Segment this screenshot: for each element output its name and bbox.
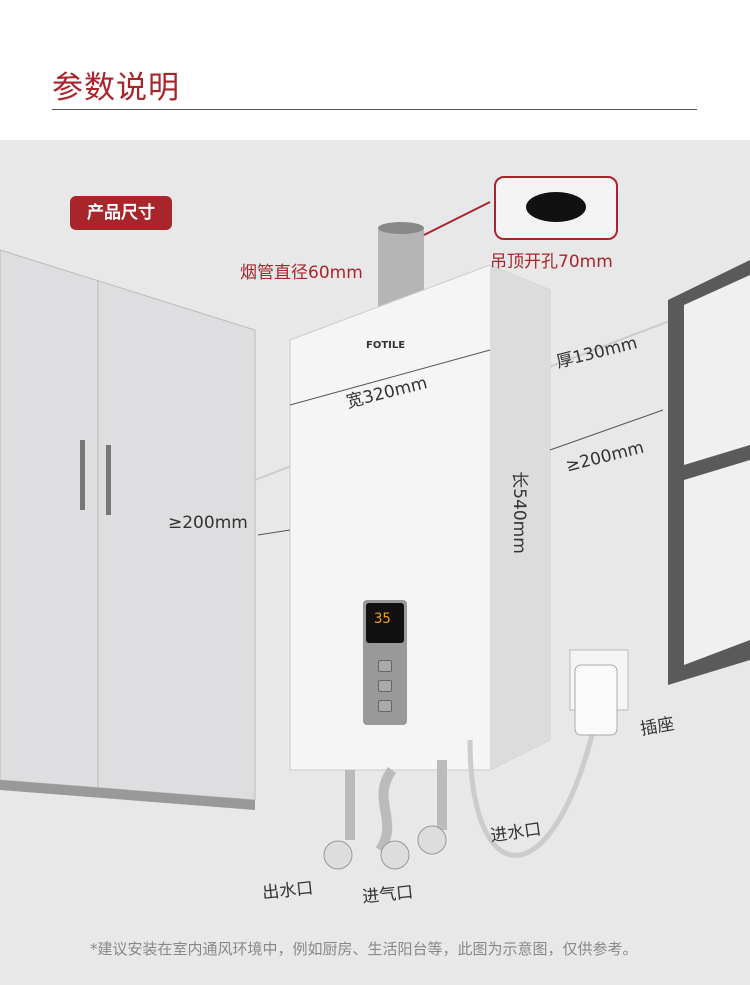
left-clearance-line xyxy=(257,529,291,536)
ceiling-hole-callout xyxy=(494,176,618,240)
product-size-badge: 产品尺寸 xyxy=(70,196,172,230)
power-button[interactable] xyxy=(378,700,392,712)
valve xyxy=(380,840,410,870)
cabinet-handle xyxy=(80,440,85,510)
window-pane xyxy=(684,460,750,665)
title-divider xyxy=(52,109,697,110)
cabinet-handle xyxy=(106,445,111,515)
right-clearance-line xyxy=(549,409,664,451)
water-heater-side xyxy=(490,265,550,770)
left-clearance-label: ≥200mm xyxy=(168,513,248,533)
height-label: 长540mm xyxy=(508,471,529,554)
gas-in-label: 进气口 xyxy=(361,882,415,908)
cabinet-bottom xyxy=(0,780,255,810)
gas-pipe xyxy=(375,767,397,853)
plug xyxy=(574,664,618,736)
water-out-label: 出水口 xyxy=(261,878,315,904)
flue-diameter-label: 烟管直径60mm xyxy=(240,263,363,283)
brand-logo: FOTILE xyxy=(366,340,406,351)
temperature-display: 35 xyxy=(366,603,404,643)
width-dimension xyxy=(289,349,491,406)
flue-pointer xyxy=(423,201,491,236)
panel-button[interactable] xyxy=(378,680,392,692)
installation-note: *建议安装在室内通风环境中，例如厨房、生活阳台等，此图为示意图，仅供参考。 xyxy=(90,940,638,958)
power-cable xyxy=(467,699,603,858)
scene-drawing xyxy=(0,201,750,870)
window-pane xyxy=(684,275,750,465)
page-title: 参数说明 xyxy=(52,70,180,106)
ceiling-hole-label: 吊顶开孔70mm xyxy=(490,252,613,272)
hole-icon xyxy=(526,192,586,222)
panel-button[interactable] xyxy=(378,660,392,672)
valve xyxy=(323,840,353,870)
valve xyxy=(417,825,447,855)
